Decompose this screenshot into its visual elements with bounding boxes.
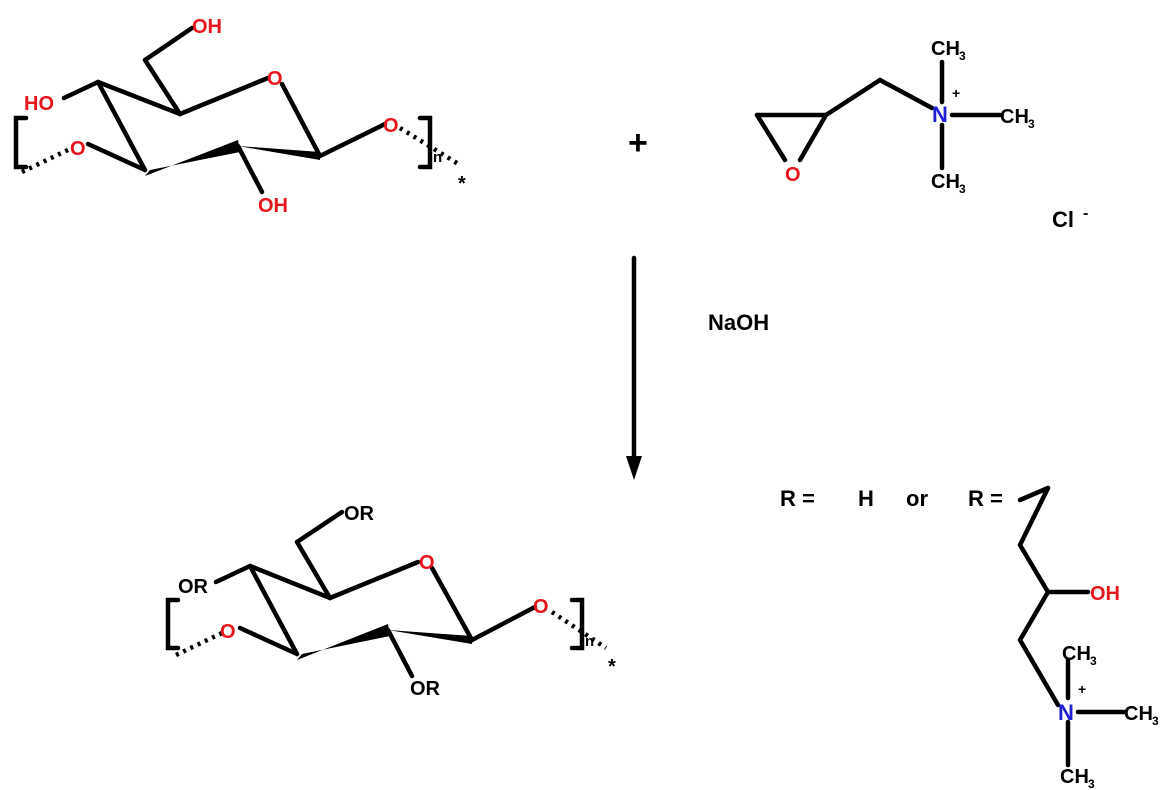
bond-c5-ringo: [177, 75, 271, 117]
label-ch3-top: CH: [931, 38, 960, 60]
label-oh-bottom: OH: [258, 195, 288, 217]
product-bond-o-c4: [237, 625, 300, 657]
cellulose-reactant: OH O HO O O OH n *: [13, 16, 466, 217]
arrow-head: [626, 456, 642, 480]
product-cellulose: OR O OR O O OR n *: [165, 503, 616, 700]
label-product-or-top: OR: [344, 503, 375, 525]
product-right-dashed-linkage: [550, 610, 608, 650]
r-group-definition: R = H or R = OH N + CH 3 CH 3 CH 3: [780, 485, 1159, 790]
label-o-left: O: [70, 138, 86, 160]
product-bond-c1-o: [469, 604, 538, 643]
reaction-condition-naoh: NaOH: [708, 310, 769, 335]
bond-c5-c6: [142, 57, 183, 117]
label-r-equals-1: R =: [780, 486, 815, 511]
label-ring-oxygen: O: [267, 68, 283, 90]
product-left-bracket: [165, 597, 181, 651]
bond-c3-c4: [95, 79, 148, 173]
wedge-bond-front: [145, 140, 240, 176]
product-bond-ringo-c1: [429, 565, 475, 643]
r-bond-c1: [1017, 485, 1051, 548]
bond-c3-ho: [61, 79, 101, 101]
label-product-subscript-n: n: [585, 633, 594, 650]
label-product-or-bottom: OR: [410, 678, 441, 700]
bond-o-c4: [85, 141, 148, 173]
bond-ch2-n: [877, 77, 935, 111]
label-n-charge: +: [952, 85, 960, 101]
product-left-dashed-linkage: [175, 630, 223, 658]
label-ho-left: HO: [24, 93, 54, 115]
label-r-oh: OH: [1090, 583, 1120, 605]
bond-c3-c5: [95, 79, 183, 117]
product-bond-c3-c5: [247, 563, 333, 601]
label-chloride-charge: -: [1083, 205, 1088, 222]
label-r-nitrogen: N: [1058, 700, 1074, 725]
label-ch3-top-sub: 3: [959, 49, 966, 63]
label-o-right: O: [383, 115, 399, 137]
label-h: H: [858, 486, 874, 511]
label-oh-top: OH: [192, 16, 222, 38]
label-product-star: *: [608, 656, 616, 678]
label-product-or-left: OR: [178, 576, 209, 598]
label-product-o-right: O: [533, 596, 549, 618]
left-dashed-linkage: [21, 145, 73, 175]
wedge-bond-right: [238, 146, 320, 160]
bond-c6-oh: [142, 25, 195, 63]
epoxide-reagent: O N + CH 3 CH 3 CH 3 Cl -: [754, 38, 1088, 232]
label-r-ch3-bottom: CH: [1060, 766, 1089, 788]
product-wedge-right: [388, 630, 472, 644]
label-ch3-right-sub: 3: [1028, 117, 1035, 131]
r-bond-c3: [1017, 589, 1051, 643]
label-nitrogen: N: [932, 102, 948, 127]
label-r-ch3-right: CH: [1124, 703, 1153, 725]
reaction-arrow: [626, 255, 642, 480]
bond-epoxide-o-c: [797, 112, 829, 163]
r-bond-ch2-n: [1017, 637, 1061, 708]
label-r-n-charge: +: [1078, 681, 1086, 697]
label-r-ch3-top-sub: 3: [1090, 654, 1097, 668]
label-star: *: [458, 173, 466, 195]
label-ch3-bottom-sub: 3: [959, 182, 966, 196]
product-bond-c3-or: [213, 563, 253, 585]
label-subscript-n: n: [433, 149, 442, 166]
bond-ringo-c1: [279, 81, 323, 159]
r-bond-c2: [1017, 542, 1051, 595]
r-bond-attach: [1017, 485, 1051, 503]
bond-c-ch2: [823, 77, 883, 118]
product-bond-c6-or: [294, 509, 345, 545]
label-chloride: Cl: [1052, 207, 1074, 232]
label-product-o-left: O: [220, 621, 236, 643]
label-product-ring-oxygen: O: [419, 552, 435, 574]
right-dashed-linkage: [398, 126, 462, 167]
product-bond-c3-c4: [247, 563, 300, 657]
label-ch3-bottom: CH: [931, 171, 960, 193]
product-bond-c5-ringo: [327, 559, 421, 601]
bond-c1-o: [317, 121, 388, 159]
label-r-equals-2: R =: [968, 486, 1003, 511]
label-r-ch3-right-sub: 3: [1152, 714, 1159, 728]
label-r-ch3-bottom-sub: 3: [1088, 777, 1095, 790]
label-ch3-right: CH: [1000, 106, 1029, 128]
bond-c2-oh: [235, 143, 265, 195]
product-right-bracket: [569, 597, 585, 651]
label-epoxide-oxygen: O: [785, 164, 801, 186]
product-wedge-front: [297, 624, 390, 660]
label-r-ch3-top: CH: [1062, 643, 1091, 665]
right-bracket: [417, 115, 433, 170]
product-bond-c2-or: [385, 627, 415, 679]
product-bond-c5-c6: [294, 539, 333, 601]
plus-sign: +: [628, 124, 648, 162]
label-or-word: or: [906, 486, 928, 511]
left-bracket: [13, 115, 29, 170]
bond-epoxide-c-o: [754, 112, 788, 163]
